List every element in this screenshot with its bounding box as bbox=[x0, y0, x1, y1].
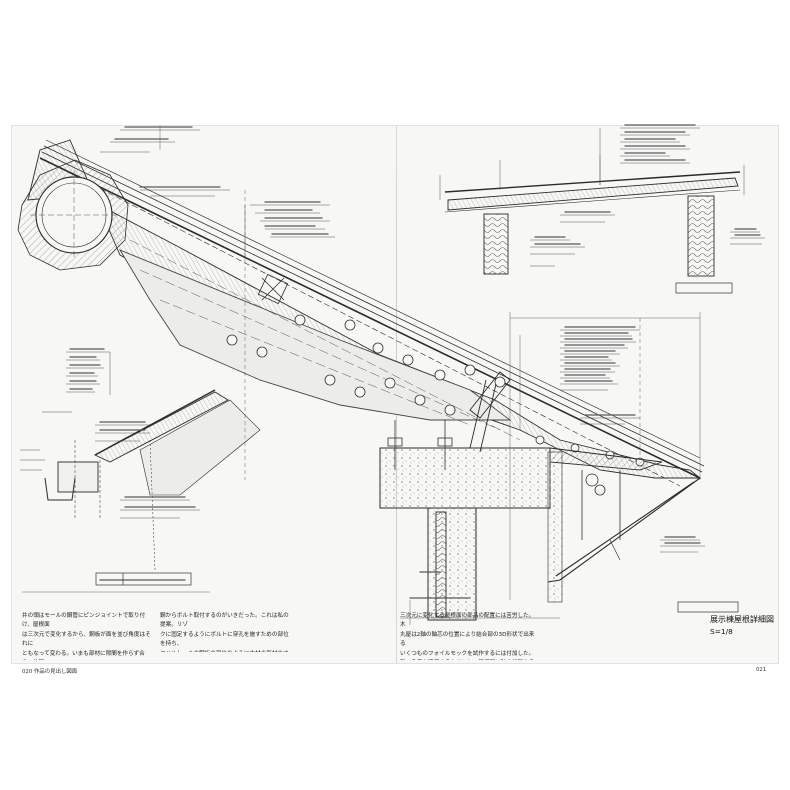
eave-fascia-right bbox=[547, 477, 701, 583]
drawing-scale: S=1/8 bbox=[710, 627, 733, 636]
eave-gutter-detail bbox=[44, 389, 261, 571]
folio-left: 020 作品の見出し図面 bbox=[22, 669, 78, 675]
main-rafter-section bbox=[27, 139, 705, 487]
section-label-boxes bbox=[95, 282, 739, 613]
connection-plate bbox=[257, 273, 289, 305]
anchor-bolts bbox=[387, 420, 621, 540]
body-text-column-2: 鋼からボルト取付するのがいきだった。これは私の提案。リゾ クに固定するようにボル… bbox=[160, 613, 294, 652]
folio-right: 021 bbox=[756, 667, 767, 673]
roof-panel-section bbox=[439, 165, 745, 277]
body-text-column-3: 三次元に変化する屋根面の部品の配置には苦労した。木 丸屋は2軸の軸芯の位置により… bbox=[400, 613, 535, 657]
drawing-title: 展示棟屋根詳細図 bbox=[710, 615, 774, 624]
annotation-leaders bbox=[20, 127, 765, 553]
body-text-column-1: 井の頭はモールの鋼管にピンジョイントで取り付け、屋根面 は三次元で変化するから、… bbox=[22, 613, 151, 657]
bolt-holes bbox=[226, 314, 645, 467]
concrete-wall-section bbox=[379, 447, 663, 621]
ridge-round-beam bbox=[17, 159, 129, 271]
annotation-text-marks bbox=[69, 124, 761, 599]
